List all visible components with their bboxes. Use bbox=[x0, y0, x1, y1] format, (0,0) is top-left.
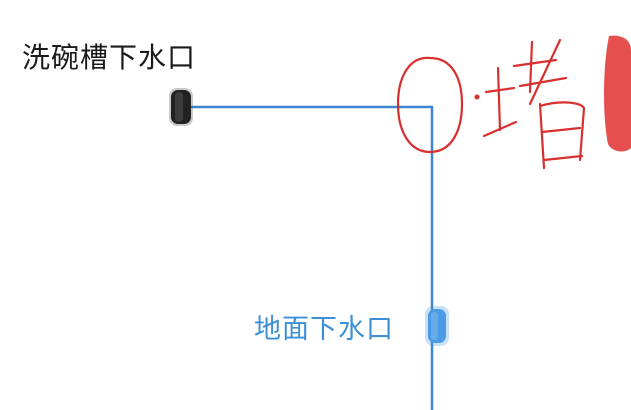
red-marker-blob bbox=[604, 35, 631, 152]
sink-drain-label: 洗碗槽下水口 bbox=[22, 41, 197, 74]
floor-drain-label: 地面下水口 bbox=[254, 314, 394, 345]
drain-cap-icon bbox=[425, 306, 449, 346]
handwritten-annotation bbox=[396, 38, 586, 170]
drain-cap-icon bbox=[169, 88, 193, 126]
